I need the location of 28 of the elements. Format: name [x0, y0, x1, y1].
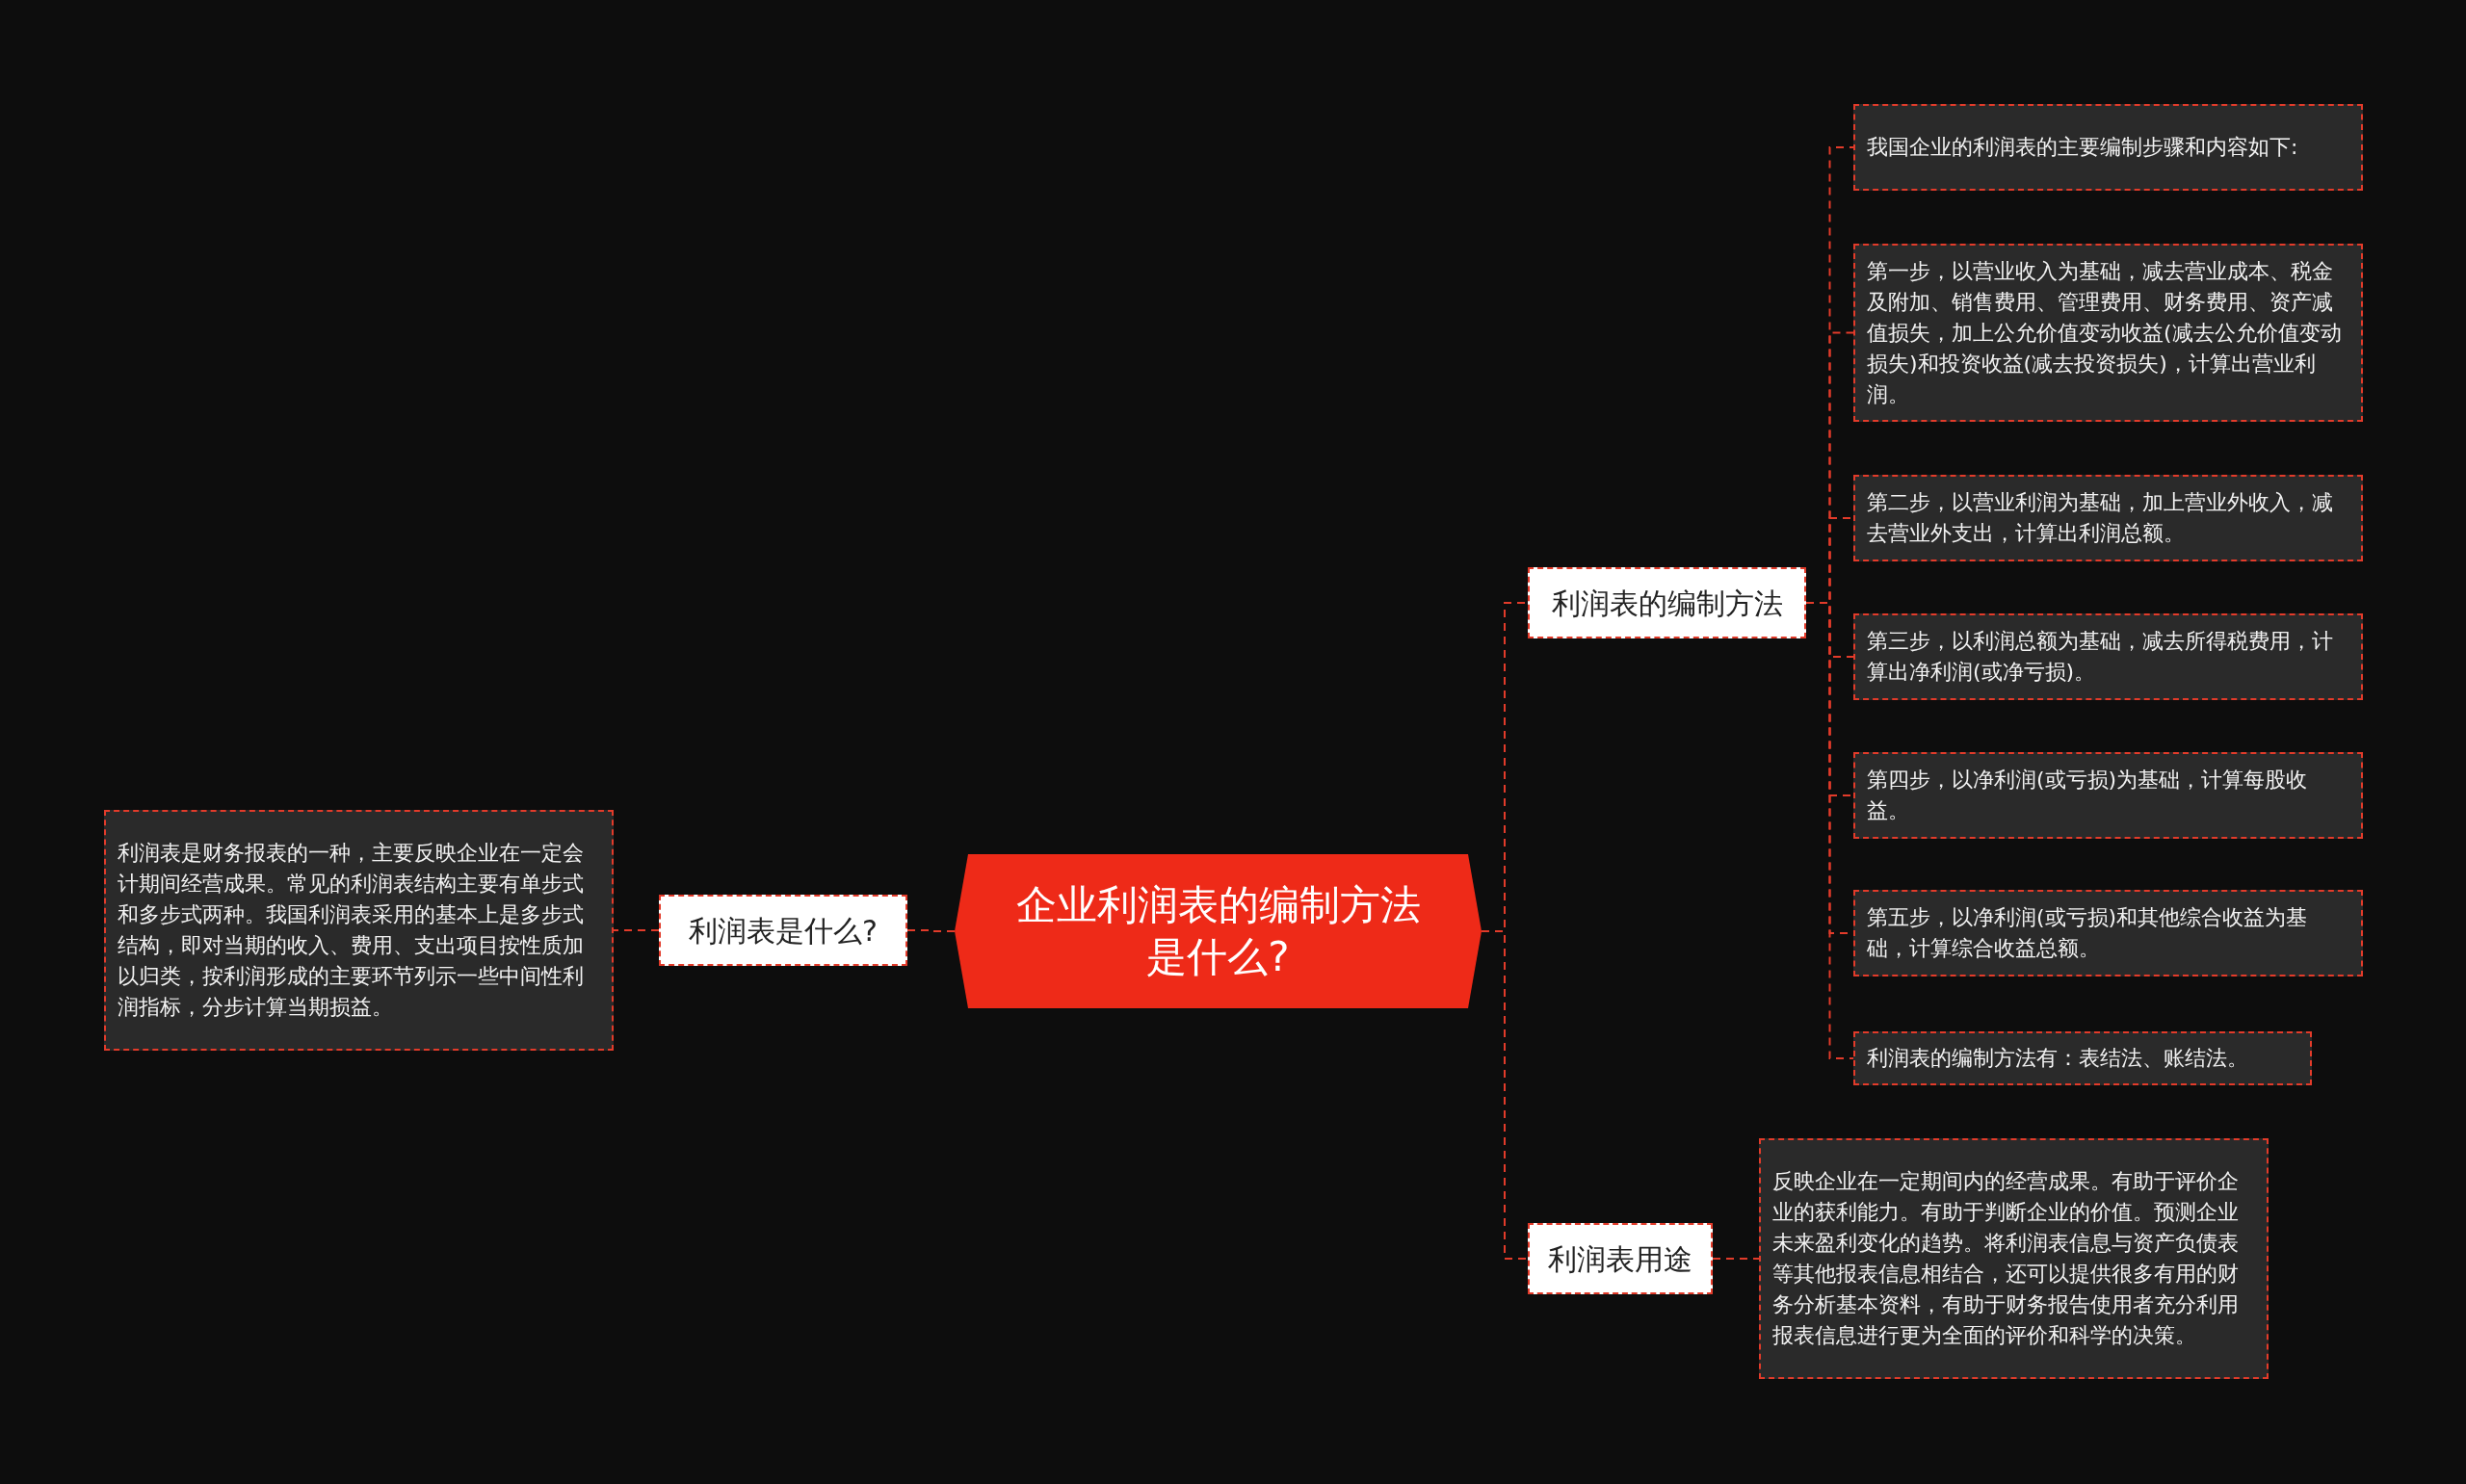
node-text: 利润表是财务报表的一种，主要反映企业在一定会计期间经营成果。常见的利润表结构主要有单步式和多步式两种。我国利润表采用的基本上是多步式结构，即对当期的收入、费用、支出项目按性质加以归类，按利润形成的主要环节列示一些中间性利润指标，分步计算当期损益。 [118, 840, 585, 1021]
node-text: 利润表用途 [1548, 1240, 1692, 1278]
node-text: 企业利润表的编制方法是什么? [1014, 880, 1422, 982]
node-text: 利润表的编制方法 [1551, 585, 1783, 622]
note-box [1853, 475, 2363, 561]
node-text: 利润表是什么? [689, 912, 878, 950]
node-text: 第三步，以利润总额为基础，减去所得税费用，计算出净利润(或净亏损)。 [1867, 628, 2334, 686]
note-box [1853, 1031, 2312, 1085]
node-text: 第一步，以营业收入为基础，减去营业成本、税金及附加、销售费用、管理费用、财务费用、资产减值损失，加上公允价值变动收益(减去公允价值变动损失)和投资收益(减去投资损失)，计算出营业利润。 [1867, 257, 2343, 408]
node-text: 第四步，以净利润(或亏损)为基础，计算每股收益。 [1867, 767, 2309, 824]
note-box [104, 810, 614, 1051]
topic-box [1528, 1223, 1713, 1294]
note-box [1853, 104, 2363, 191]
node-text: 第五步，以净利润(或亏损)和其他综合收益为基础，计算综合收益总额。 [1867, 904, 2309, 962]
connector-line [1712, 1258, 1760, 1260]
note-box [1853, 752, 2363, 839]
note-box [1853, 244, 2363, 422]
node-text: 第二步，以营业利润为基础，加上营业外收入，减去营业外支出，计算出利润总额。 [1867, 489, 2334, 547]
note-box [1853, 613, 2363, 700]
node-text: 利润表的编制方法有：表结法、账结法。 [1867, 1045, 2248, 1072]
note-box [1853, 890, 2363, 976]
note-box [1759, 1138, 2269, 1379]
node-text: 反映企业在一定期间内的经营成果。有助于评价企业的获利能力。有助于判断企业的价值。预测企业未来盈利变化的趋势。将利润表信息与资产负债表等其他报表信息相结合，还可以提供很多有用的财务分析基本资料，有助于财务报告使用者充分利用报表信息进行更为全面的评价和科学的决策。 [1772, 1168, 2240, 1349]
node-text: 我国企业的利润表的主要编制步骤和内容如下: [1867, 134, 2298, 161]
topic-box [659, 895, 907, 966]
connector-line [613, 929, 660, 931]
connector-line [906, 929, 956, 932]
topic-box [1528, 567, 1806, 638]
